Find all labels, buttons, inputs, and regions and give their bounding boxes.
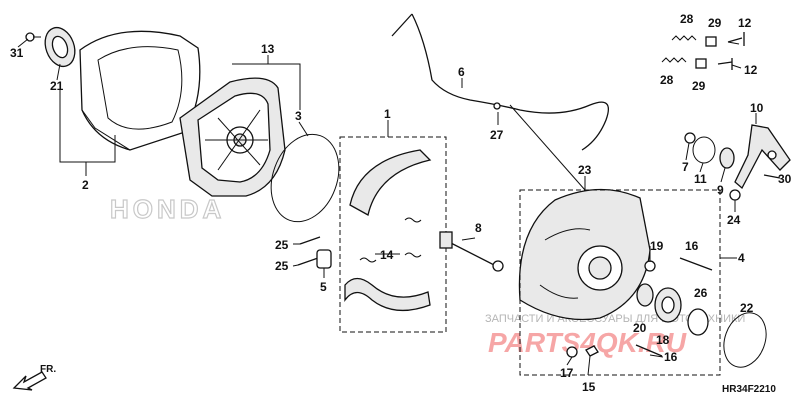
brake-drum-cover-2 [79, 30, 201, 151]
callout-29-bottom: 29 [692, 79, 706, 93]
callout-3: 3 [295, 109, 302, 123]
plate-5 [316, 249, 332, 269]
callout-24: 24 [727, 213, 741, 227]
callout-2: 2 [82, 178, 89, 192]
diagram-code: HR34F2210 [722, 384, 776, 395]
washer-19 [644, 260, 656, 272]
callout-16-top: 16 [685, 239, 699, 253]
stud-16b [635, 344, 663, 357]
nut-24 [729, 189, 741, 201]
brake-panel-23 [518, 188, 651, 321]
callout-5: 5 [320, 280, 327, 294]
o-ring-22 [723, 312, 767, 368]
callout-8: 8 [475, 221, 482, 235]
bolt-30 [763, 174, 781, 179]
nut-17 [566, 346, 578, 358]
callout-21: 21 [50, 79, 64, 93]
washer-7 [684, 132, 696, 144]
brake-cam-8 [439, 231, 504, 272]
callout-31: 31 [10, 46, 24, 60]
callout-14: 14 [380, 248, 394, 262]
brake-shoes-1 [339, 136, 447, 333]
callout-28-bottom: 28 [660, 73, 674, 87]
callout-28-top: 28 [680, 12, 694, 26]
callout-12-top: 12 [738, 16, 752, 30]
bolt-31 [25, 32, 41, 42]
callout-22: 22 [740, 301, 754, 315]
callout-4: 4 [738, 251, 745, 265]
callout-12-bottom: 12 [744, 63, 758, 77]
callout-29-top: 29 [708, 16, 722, 30]
leader-lines [17, 38, 757, 376]
brake-drum-13 [179, 77, 286, 197]
pin-12a [727, 32, 745, 46]
callout-25-bottom: 25 [275, 259, 289, 273]
brake-cable-6 [391, 13, 610, 151]
indicator-9 [719, 147, 735, 169]
seal-26 [687, 308, 709, 336]
callout-15: 15 [582, 380, 596, 394]
joint-29b [695, 58, 707, 69]
springs-28 [661, 35, 697, 63]
clip-27 [493, 102, 501, 110]
callout-18: 18 [656, 333, 670, 347]
joint-29a [705, 36, 717, 47]
callout-11: 11 [694, 172, 707, 186]
callout-20: 20 [633, 321, 647, 335]
callout-1: 1 [384, 107, 391, 121]
front-direction-arrow-icon [12, 371, 47, 391]
stud-16a [679, 257, 713, 271]
bolt-15 [585, 345, 599, 357]
site-caption-watermark: ЗАПЧАСТИ И АКСЕССУАРЫ ДЛЯ МОТОТЕХНИКИ [485, 313, 745, 325]
callout-17: 17 [560, 366, 574, 380]
callout-7: 7 [682, 160, 689, 174]
callout-9: 9 [717, 183, 724, 197]
pins-25 [297, 236, 321, 266]
circlip-11 [692, 136, 716, 164]
bearing-20 [636, 283, 654, 307]
callout-23: 23 [578, 163, 592, 177]
oil-seal-21 [44, 26, 76, 68]
front-label: FR. [40, 364, 56, 375]
callout-19: 19 [650, 239, 664, 253]
bearing-18-bore [661, 296, 675, 314]
callout-6: 6 [458, 65, 465, 79]
honda-watermark: HONDA [110, 194, 225, 224]
callout-27: 27 [490, 128, 504, 142]
callout-25-top: 25 [275, 238, 289, 252]
callout-13: 13 [261, 42, 275, 56]
callout-26: 26 [694, 286, 708, 300]
callout-30: 30 [778, 172, 792, 186]
panel-assembly-outline [519, 189, 721, 376]
pin-12b [717, 58, 733, 70]
callout-10: 10 [750, 101, 764, 115]
brake-arm-10 [734, 124, 791, 190]
o-ring-3 [270, 133, 340, 223]
callout-16-bottom: 16 [664, 350, 678, 364]
springs-14 [359, 217, 422, 263]
